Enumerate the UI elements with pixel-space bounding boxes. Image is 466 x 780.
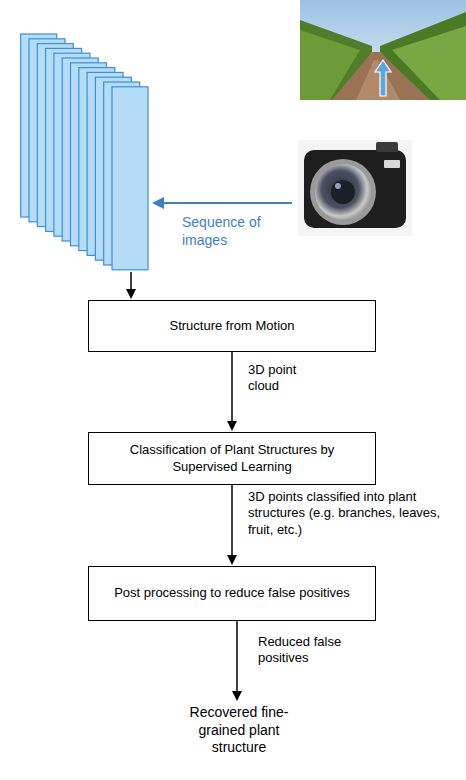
output-arrow: [232, 621, 242, 701]
box-text: Structure from Motion: [170, 318, 295, 334]
input-arrow: [126, 272, 136, 299]
vineyard-photo: [300, 0, 466, 100]
process-box: Structure from Motion: [88, 300, 376, 352]
text-label: Sequence of images: [180, 214, 276, 249]
process-box: Classification of Plant Structures by Su…: [88, 432, 376, 485]
box-text: Classification of Plant Structures by Su…: [99, 442, 365, 475]
process-box: Post processing to reduce false positive…: [88, 566, 376, 621]
edge-label: 3D points classified into plant structur…: [246, 489, 462, 538]
image-stack: [21, 34, 148, 270]
capture-arrow: [152, 197, 292, 209]
camera-photo: [298, 140, 412, 236]
edge-label: 3D point cloud: [246, 362, 314, 395]
box-text: Post processing to reduce false positive…: [114, 585, 350, 601]
flow-arrow: [227, 485, 237, 565]
text-label: Recovered fine-grained plant structure: [180, 704, 298, 757]
flow-arrow: [227, 352, 237, 431]
text-label: Reduced false positives: [256, 634, 356, 667]
